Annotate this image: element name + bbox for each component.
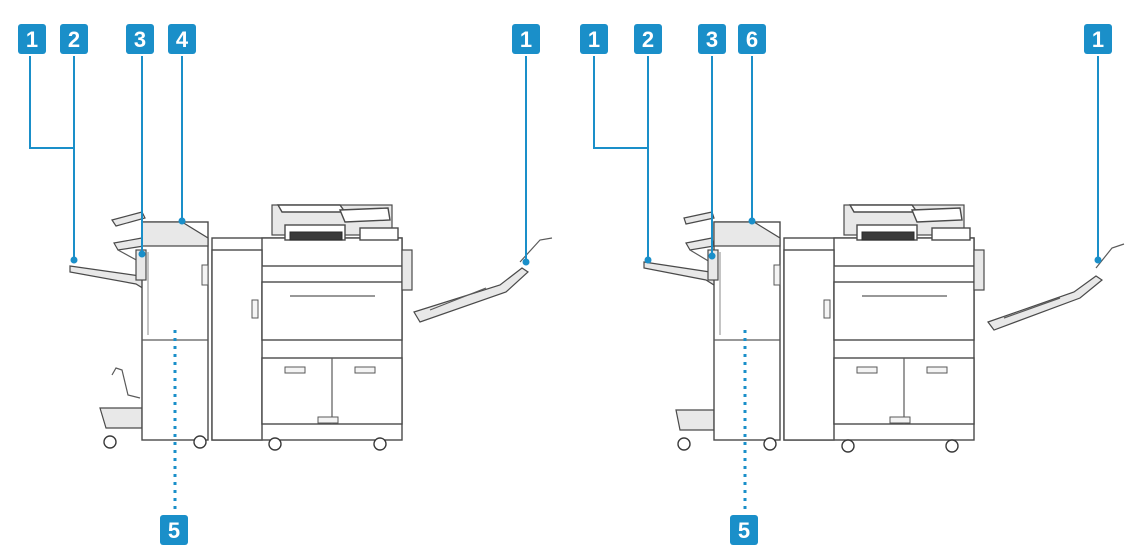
printer-illustration	[643, 204, 1125, 453]
main-unit	[211, 204, 413, 441]
callout-label: 6	[746, 27, 758, 52]
callout-6: 6	[738, 24, 766, 54]
casters	[103, 435, 387, 451]
diagram-right: 1 2 3 6 1 5	[580, 24, 1125, 545]
leader-lines	[593, 56, 1099, 512]
callout-label: 1	[1092, 27, 1104, 52]
finisher-unit	[707, 221, 781, 441]
leader-lines	[29, 56, 527, 512]
callout-3: 3	[698, 24, 726, 54]
callout-5: 5	[730, 515, 758, 545]
bypass-tray	[413, 237, 553, 323]
callout-label: 1	[520, 27, 532, 52]
callout-1-right: 1	[512, 24, 540, 54]
callout-label: 5	[168, 518, 180, 543]
callout-4: 4	[168, 24, 196, 54]
callout-label: 4	[176, 27, 189, 52]
callout-5: 5	[160, 515, 188, 545]
callout-label: 1	[588, 27, 600, 52]
callout-1: 1	[18, 24, 46, 54]
leader-dots	[644, 217, 1102, 264]
callout-label: 3	[706, 27, 718, 52]
finisher-unit	[135, 221, 209, 441]
casters	[677, 437, 959, 453]
printer-illustration	[69, 204, 553, 451]
callout-label: 5	[738, 518, 750, 543]
callout-2: 2	[60, 24, 88, 54]
diagram-left: 1 2 3 4 1 5	[18, 24, 553, 545]
leader-dots	[70, 217, 530, 266]
callout-3: 3	[126, 24, 154, 54]
callout-2: 2	[634, 24, 662, 54]
callout-1: 1	[580, 24, 608, 54]
callout-label: 1	[26, 27, 38, 52]
callout-label: 2	[68, 27, 80, 52]
callout-label: 2	[642, 27, 654, 52]
callout-label: 3	[134, 27, 146, 52]
callout-1-right: 1	[1084, 24, 1112, 54]
main-unit	[783, 204, 985, 441]
bypass-tray	[987, 243, 1125, 331]
